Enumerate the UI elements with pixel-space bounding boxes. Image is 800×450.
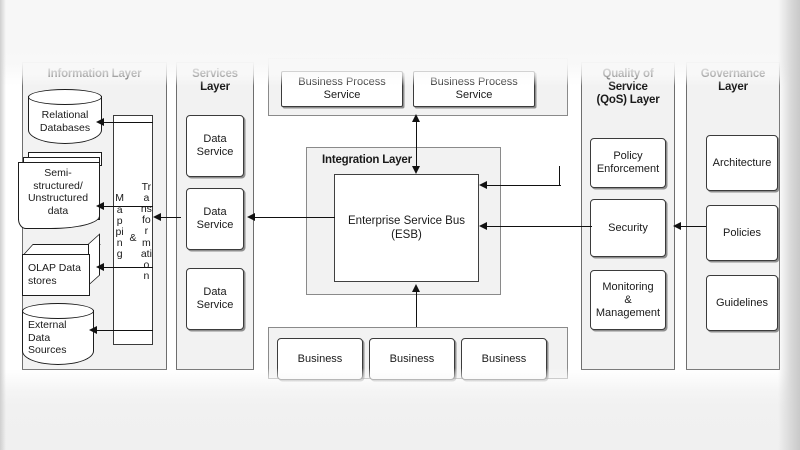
arrowhead-semi bbox=[96, 202, 104, 210]
arrowhead-mapping bbox=[153, 213, 161, 221]
connector-esb-to-services bbox=[255, 217, 335, 218]
data-service-3: Data Service bbox=[186, 268, 244, 330]
business-app-2: Business bbox=[369, 338, 455, 380]
background-smudge-3 bbox=[470, 0, 620, 62]
background-smudge-2 bbox=[280, 0, 440, 64]
arrowhead-bps-up bbox=[412, 114, 420, 122]
connector-mapping-to-olap bbox=[104, 267, 153, 268]
arrowhead-esb-up bbox=[412, 284, 420, 292]
layer-governance-title: Governance Layer bbox=[700, 68, 766, 93]
olap-data-stores-label: OLAP Data stores bbox=[28, 262, 81, 287]
cube-front-face bbox=[22, 254, 90, 296]
external-data-sources: External Data Sources bbox=[22, 303, 94, 365]
integration-layer-title: Integration Layer bbox=[322, 154, 412, 166]
layer-services-title: Services Layer bbox=[192, 68, 238, 93]
cylinder-top bbox=[28, 89, 102, 105]
external-data-sources-label: External Data Sources bbox=[28, 319, 67, 356]
connector-esb-to-business bbox=[416, 290, 417, 340]
semi-structured-data: Semi- structured/ Unstructured data bbox=[18, 152, 106, 234]
semi-structured-data-label: Semi- structured/ Unstructured data bbox=[27, 167, 89, 217]
arrowhead-services bbox=[247, 213, 255, 221]
connector-mapping-to-external bbox=[97, 330, 153, 331]
monitoring-management: Monitoring & Management bbox=[590, 270, 666, 330]
arrowhead-olap bbox=[96, 263, 104, 271]
layer-qos-title: Quality of Service (QoS) Layer bbox=[596, 68, 660, 106]
security: Security bbox=[590, 199, 666, 257]
business-app-3: Business bbox=[461, 338, 547, 380]
arrowhead-external bbox=[89, 326, 97, 334]
connector-policy-vertical bbox=[559, 166, 560, 186]
policies: Policies bbox=[706, 205, 778, 261]
relational-databases: Relational Databases bbox=[28, 89, 102, 144]
arrowhead-esb-security bbox=[479, 222, 487, 230]
layer-information-title: Information Layer bbox=[47, 68, 142, 80]
transformation-label: Transformation bbox=[140, 180, 152, 283]
data-service-1: Data Service bbox=[186, 115, 244, 177]
business-app-1: Business bbox=[277, 338, 363, 380]
business-process-service-2: Business Process Service bbox=[413, 71, 535, 107]
connector-security-to-esb bbox=[487, 226, 592, 227]
relational-databases-label: Relational Databases bbox=[39, 109, 91, 134]
cylinder-body bbox=[22, 310, 94, 365]
guidelines: Guidelines bbox=[706, 275, 778, 331]
connector-mapping-to-relational bbox=[104, 122, 153, 123]
background-smudge-1 bbox=[70, 0, 210, 60]
arrowhead-qos bbox=[673, 222, 681, 230]
connector-services-to-mapping bbox=[161, 217, 181, 218]
soa-architecture-diagram: Information Layer Relational Databases S… bbox=[0, 58, 782, 382]
connector-governance-to-qos bbox=[681, 226, 706, 227]
ampersand-label: & bbox=[129, 232, 137, 245]
enterprise-service-bus: Enterprise Service Bus (ESB) bbox=[334, 174, 479, 282]
data-service-2: Data Service bbox=[186, 188, 244, 250]
arrowhead-relational bbox=[96, 118, 104, 126]
business-process-service-1: Business Process Service bbox=[281, 71, 403, 107]
background-smudge-4 bbox=[690, 0, 800, 52]
connector-policy-to-esb bbox=[487, 185, 561, 186]
document-wave-bottom bbox=[18, 216, 100, 229]
mapping-transformation: Mapping & Transformation bbox=[113, 115, 153, 345]
cylinder-top bbox=[22, 303, 94, 319]
policy-enforcement: Policy Enforcement bbox=[590, 138, 666, 188]
connector-mapping-to-semi bbox=[104, 206, 153, 207]
arrowhead-esb-down bbox=[412, 166, 420, 174]
mapping-label: Mapping bbox=[115, 192, 124, 261]
connector-bps-to-esb bbox=[416, 120, 417, 172]
olap-data-stores: OLAP Data stores bbox=[22, 233, 104, 296]
arrowhead-esb-policy bbox=[479, 181, 487, 189]
architecture: Architecture bbox=[706, 135, 778, 191]
